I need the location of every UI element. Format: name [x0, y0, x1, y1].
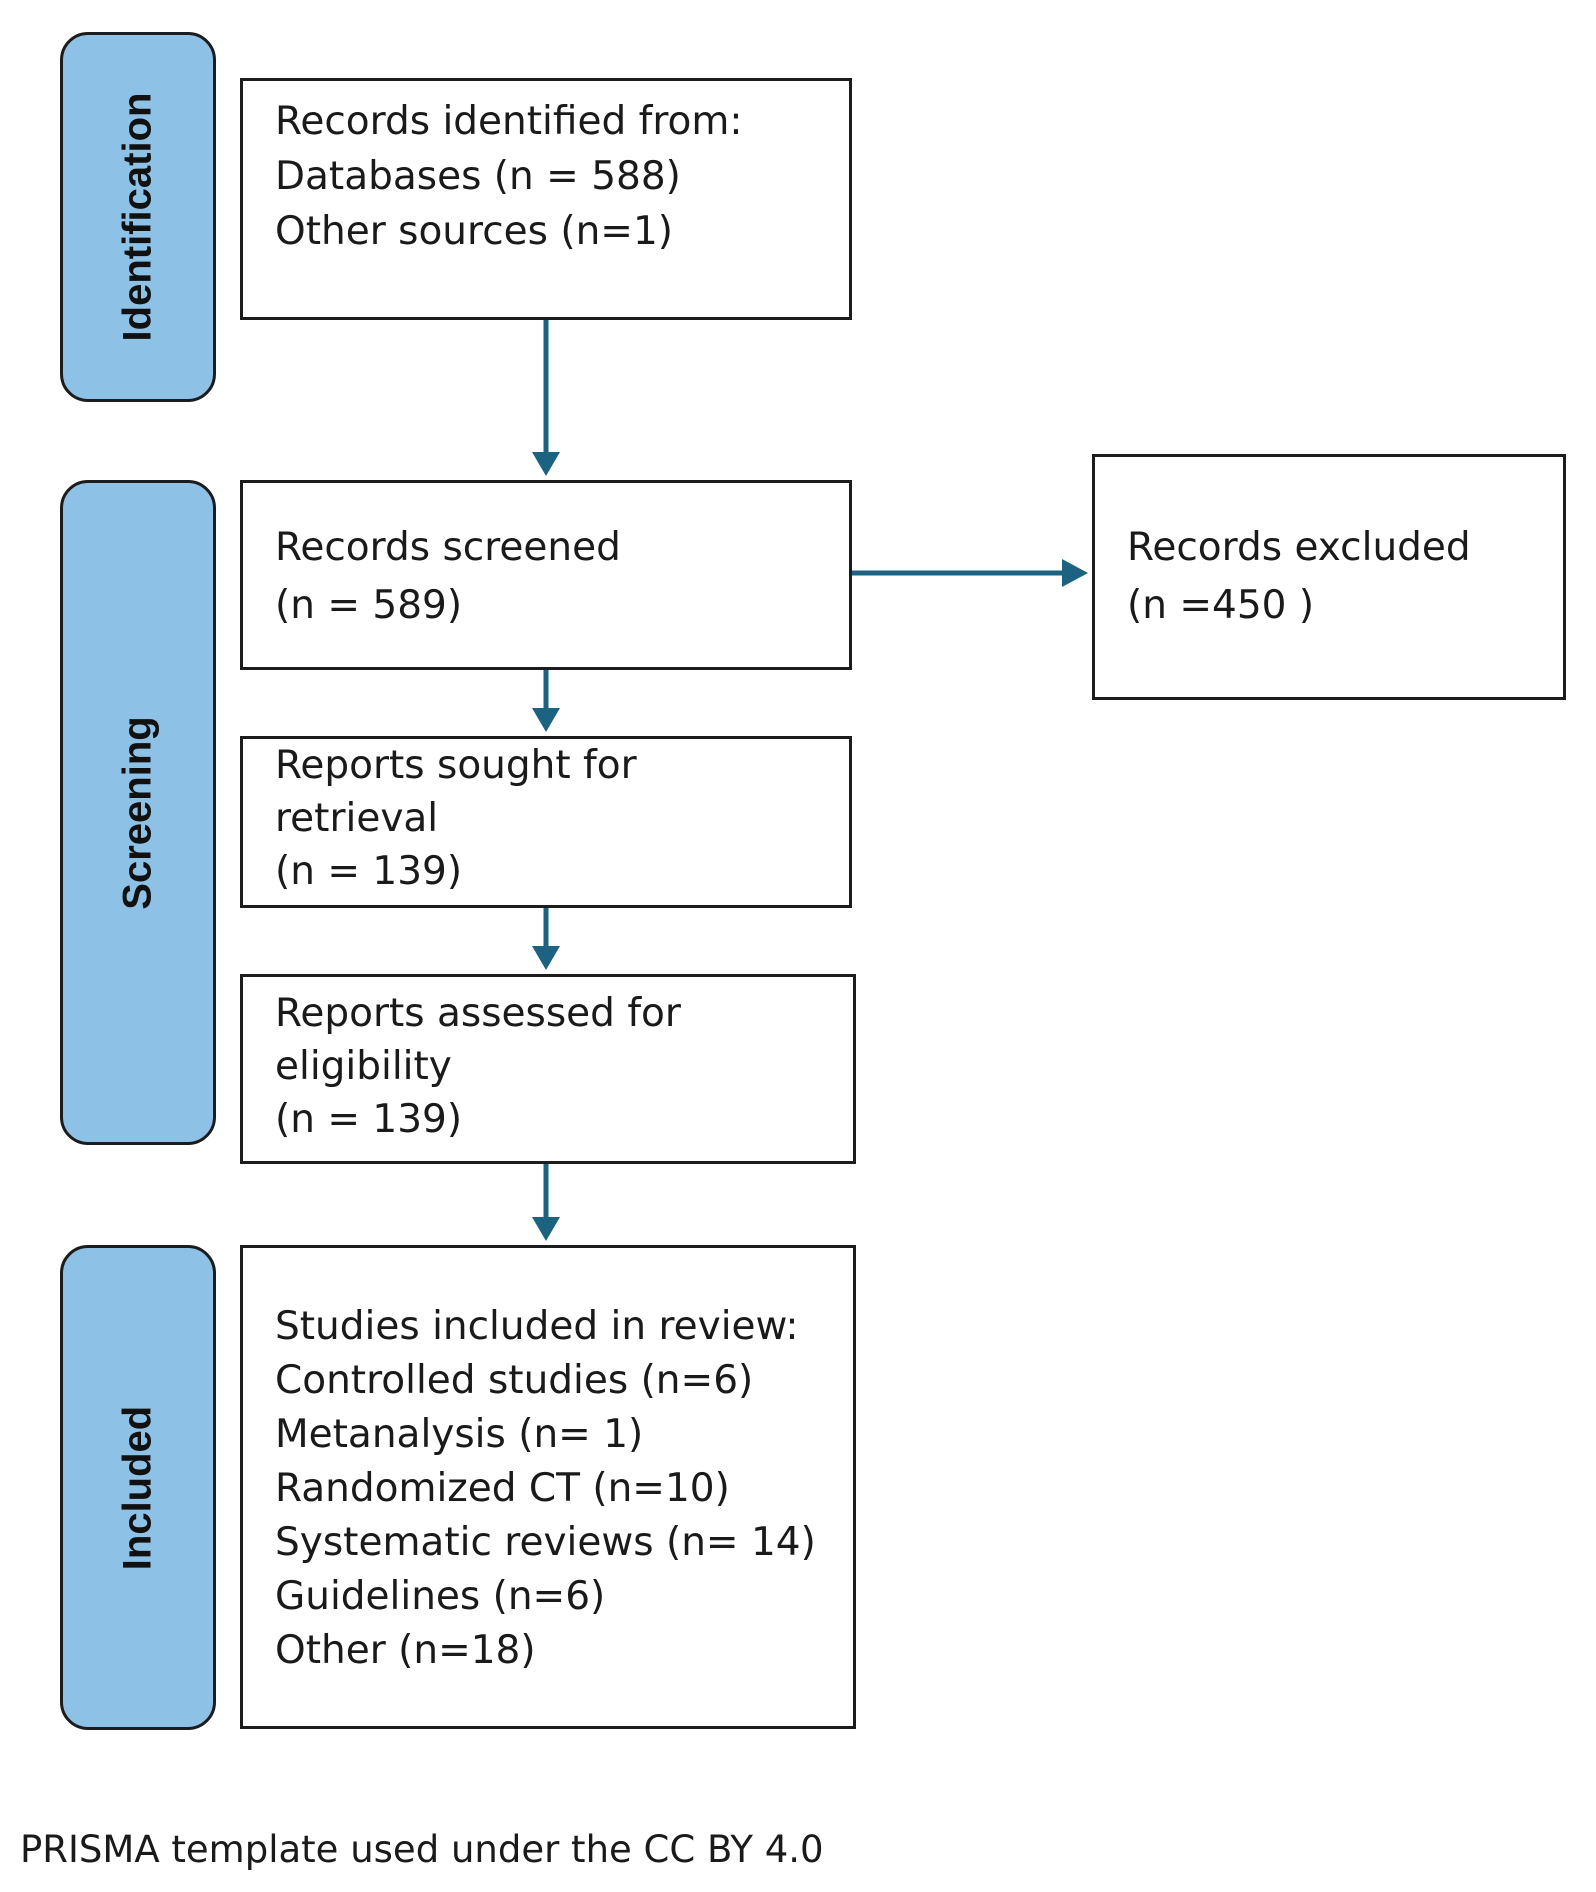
stage-screening-label: Screening: [115, 715, 160, 910]
box-line: Randomized CT (n=10): [275, 1466, 730, 1511]
arrow-identified-to-screened: [532, 320, 560, 476]
records-identified-box: Records identified from: Databases (n = …: [240, 78, 852, 320]
arrow-screened-to-excluded: [852, 559, 1088, 587]
stage-screening: Screening: [60, 480, 216, 1145]
box-line: (n = 139): [275, 1097, 463, 1142]
box-line: (n =450 ): [1127, 583, 1315, 628]
box-line: Reports assessed for: [275, 991, 681, 1036]
footer-caption: PRISMA template used under the CC BY 4.0: [20, 1828, 824, 1871]
box-line: Guidelines (n=6): [275, 1574, 606, 1619]
box-line: Metanalysis (n= 1): [275, 1412, 644, 1457]
box-line: eligibility: [275, 1044, 452, 1089]
arrow-eligibility-to-included: [532, 1164, 560, 1241]
box-line: Reports sought for: [275, 743, 637, 788]
box-line: (n = 589): [275, 583, 463, 628]
box-line: Other sources (n=1): [275, 209, 673, 254]
box-line: (n = 139): [275, 849, 463, 894]
box-line: Records identified from:: [275, 99, 743, 144]
records-excluded-box: Records excluded (n =450 ): [1092, 454, 1566, 700]
box-line: Studies included in review:: [275, 1304, 799, 1349]
studies-included-box: Studies included in review: Controlled s…: [240, 1245, 856, 1729]
arrow-screened-to-retrieval: [532, 670, 560, 732]
box-line: Records excluded: [1127, 525, 1471, 570]
box-line: Records screened: [275, 525, 621, 570]
stage-included: Included: [60, 1245, 216, 1730]
box-line: Databases (n = 588): [275, 154, 681, 199]
box-line: Systematic reviews (n= 14): [275, 1520, 816, 1565]
arrow-retrieval-to-eligibility: [532, 908, 560, 970]
stage-included-label: Included: [115, 1405, 160, 1570]
stage-identification: Identification: [60, 32, 216, 402]
reports-retrieval-box: Reports sought for retrieval (n = 139): [240, 736, 852, 908]
reports-eligibility-box: Reports assessed for eligibility (n = 13…: [240, 974, 856, 1164]
box-line: retrieval: [275, 796, 439, 841]
stage-identification-label: Identification: [115, 92, 160, 342]
box-line: Other (n=18): [275, 1628, 536, 1673]
records-screened-box: Records screened (n = 589): [240, 480, 852, 670]
box-line: Controlled studies (n=6): [275, 1358, 754, 1403]
